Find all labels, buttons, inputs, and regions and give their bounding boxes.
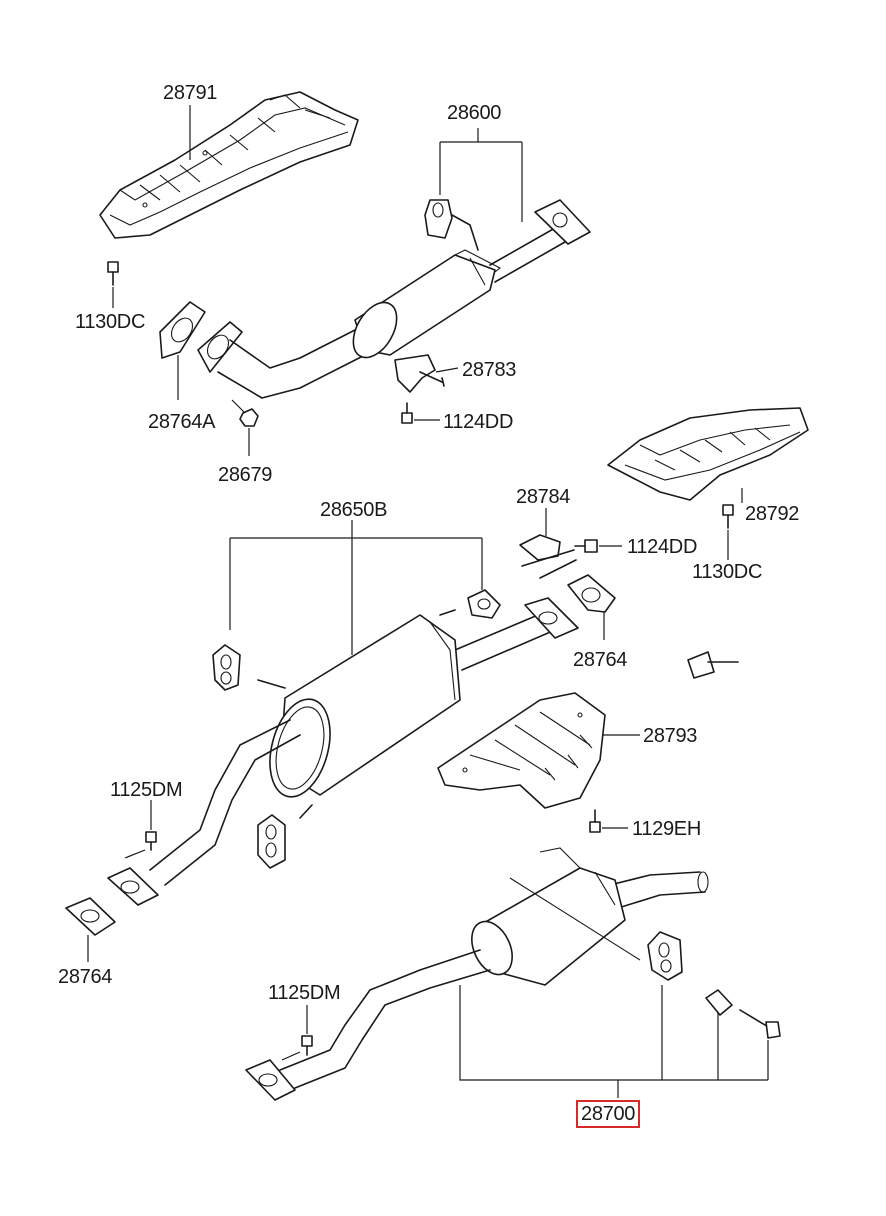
leader-28783 bbox=[435, 367, 459, 373]
heat-shield-28793[interactable] bbox=[437, 692, 606, 809]
bolt-1124dd-b[interactable] bbox=[574, 539, 598, 553]
rear-muffler-28700[interactable] bbox=[245, 847, 781, 1101]
gasket-28764a[interactable] bbox=[159, 301, 206, 359]
label-28764-middle[interactable]: 28764 bbox=[573, 649, 628, 671]
center-muffler-28600[interactable] bbox=[197, 199, 591, 399]
label-28792[interactable]: 28792 bbox=[745, 503, 800, 525]
label-28700-highlighted[interactable]: 28700 bbox=[576, 1100, 641, 1128]
bolt-1124dd-a[interactable] bbox=[401, 402, 413, 424]
heat-shield-28791[interactable] bbox=[99, 91, 359, 239]
label-28793[interactable]: 28793 bbox=[643, 725, 698, 747]
label-28764a[interactable]: 28764A bbox=[148, 411, 216, 433]
bolt-1125dm-b[interactable] bbox=[301, 1035, 313, 1056]
label-28679[interactable]: 28679 bbox=[218, 464, 273, 486]
bracket-28784[interactable] bbox=[519, 534, 577, 579]
gasket-28764-middle[interactable] bbox=[567, 574, 616, 613]
small-bracket[interactable] bbox=[687, 651, 739, 679]
rubber-hanger-c[interactable] bbox=[257, 814, 286, 869]
label-1124dd-b[interactable]: 1124DD bbox=[627, 536, 698, 558]
leader-28650b bbox=[229, 520, 483, 655]
label-1129eh[interactable]: 1129EH bbox=[632, 818, 701, 840]
rubber-hanger-a[interactable] bbox=[212, 644, 241, 691]
leader-1125dm-a bbox=[124, 800, 152, 859]
label-28783[interactable]: 28783 bbox=[462, 359, 517, 381]
leader-1125dm-b bbox=[281, 1005, 308, 1061]
label-1125dm-a[interactable]: 1125DM bbox=[110, 779, 183, 801]
bolt-1130dc-a[interactable] bbox=[107, 261, 119, 286]
bolt-1125dm-a[interactable] bbox=[145, 831, 157, 851]
gasket-28764-lower[interactable] bbox=[65, 897, 116, 936]
label-1125dm-b[interactable]: 1125DM bbox=[268, 982, 341, 1004]
label-1130dc-b[interactable]: 1130DC bbox=[692, 561, 763, 583]
label-28764-lower[interactable]: 28764 bbox=[58, 966, 113, 988]
label-28650b[interactable]: 28650B bbox=[320, 499, 388, 521]
leader-28700 bbox=[459, 985, 769, 1098]
bolt-1129eh[interactable] bbox=[589, 809, 601, 833]
nut-28679[interactable] bbox=[239, 408, 259, 427]
leader-28679 bbox=[231, 399, 250, 456]
label-1124dd-a[interactable]: 1124DD bbox=[443, 411, 514, 433]
label-28600[interactable]: 28600 bbox=[447, 102, 502, 124]
bolt-1130dc-b[interactable] bbox=[722, 504, 734, 529]
label-28784[interactable]: 28784 bbox=[516, 486, 571, 508]
label-28791[interactable]: 28791 bbox=[163, 82, 218, 104]
heat-shield-28792[interactable] bbox=[607, 407, 809, 501]
intermediate-muffler-28650b[interactable] bbox=[107, 597, 579, 906]
label-1130dc-a[interactable]: 1130DC bbox=[75, 311, 146, 333]
rubber-hanger-b[interactable] bbox=[467, 589, 501, 619]
bracket-28783[interactable] bbox=[394, 354, 445, 393]
leader-28600 bbox=[439, 128, 523, 222]
